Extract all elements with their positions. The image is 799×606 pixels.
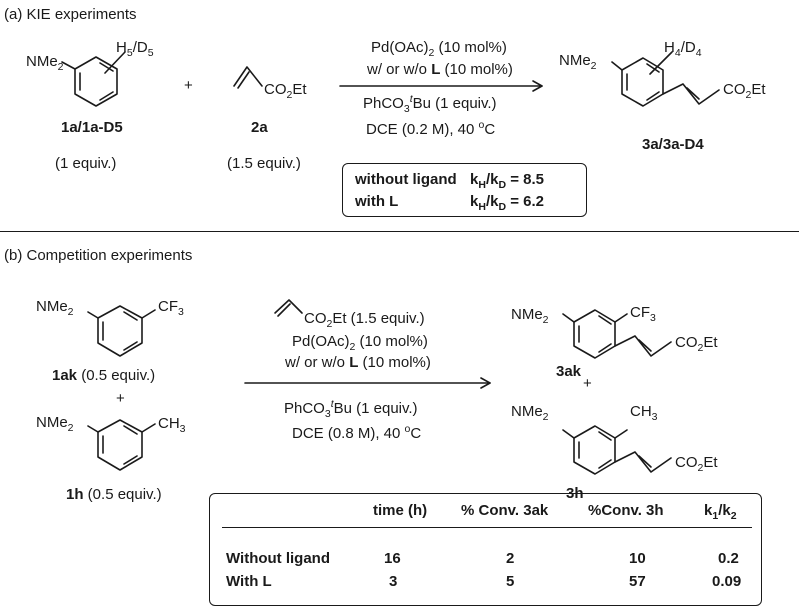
sm-1ak-cf3: CF3	[158, 298, 184, 318]
row-label: With L	[226, 573, 272, 590]
panel-a-heading: (a) KIE experiments	[4, 6, 137, 23]
sm-1h-nme2: NMe2	[36, 414, 74, 434]
conditions-a-catalyst: Pd(OAc)2 (10 mol%)	[371, 39, 507, 59]
plus-sign-b: +	[116, 390, 125, 407]
table-header-rule	[222, 527, 752, 528]
conditions-a-ligand: w/ or w/o L (10 mol%)	[367, 61, 513, 78]
table-header-time: time (h)	[373, 502, 428, 519]
acrylate-2a-equiv: (1.5 equiv.)	[227, 155, 301, 172]
structure-2a	[233, 66, 263, 89]
product-3ak-label: 3ak	[556, 363, 582, 380]
sm-1ak-nme2: NMe2	[36, 298, 74, 318]
conditions-b-oxidant: PhCO3tBu (1 equiv.)	[284, 398, 418, 420]
row-conv-3h: 10	[629, 550, 646, 567]
row-ratio: 0.09	[712, 573, 742, 590]
panel-b-heading: (b) Competition experiments	[4, 247, 193, 264]
row-label: Without ligand	[226, 550, 331, 567]
kie-row1-label: without ligand	[355, 171, 457, 188]
conditions-b-catalyst: Pd(OAc)2 (10 mol%)	[292, 333, 428, 353]
plus-sign-a: +	[184, 77, 193, 94]
kie-results-box	[342, 163, 587, 217]
sm-1a-label: 1a/1a-D5	[61, 119, 123, 136]
structure-3ak	[562, 309, 672, 359]
plus-sign-products: +	[583, 375, 592, 392]
product-3ak-nme2: NMe2	[511, 306, 549, 326]
acrylate-2a-label: 2a	[251, 119, 268, 136]
table-header-ratio: k1/k2	[704, 502, 737, 522]
product-3a-label: 3a/3a-D4	[642, 136, 704, 153]
sm-1a-equiv: (1 equiv.)	[55, 155, 117, 172]
structure-3h	[562, 425, 672, 475]
row-conv-3h: 57	[629, 573, 646, 590]
row-conv-3ak: 5	[506, 573, 515, 590]
sm-1h-label: 1h (0.5 equiv.)	[66, 486, 162, 503]
conditions-b-acrylate: CO2Et (1.5 equiv.)	[304, 310, 425, 330]
table-header-conv-3ak: % Conv. 3ak	[461, 502, 549, 519]
conditions-b-ligand: w/ or w/o L (10 mol%)	[285, 354, 431, 371]
table-header-conv-3h: %Conv. 3h	[588, 502, 664, 519]
sm-1h-ch3: CH3	[158, 415, 186, 435]
row-time: 16	[384, 550, 401, 567]
kie-row2-label: with L	[355, 193, 399, 210]
row-time: 3	[389, 573, 398, 590]
row-ratio: 0.2	[718, 550, 739, 567]
structure-3a	[611, 51, 720, 107]
kie-row2-value: kH/kD = 6.2	[470, 193, 545, 213]
structure-1h	[87, 419, 156, 471]
product-3h-co2et: CO2Et	[675, 454, 718, 474]
row-conv-3ak: 2	[506, 550, 515, 567]
conditions-a-oxidant: PhCO3tBu (1 equiv.)	[363, 93, 497, 115]
acrylate-2a-co2et: CO2Et	[264, 81, 307, 101]
product-3a-isotope: H4/D4	[664, 39, 702, 59]
structure-acrylate-b	[274, 299, 303, 317]
conditions-a-solvent: DCE (0.2 M), 40 oC	[366, 119, 496, 138]
sm-1a-nme2: NMe2	[26, 53, 64, 73]
product-3a-co2et: CO2Et	[723, 81, 766, 101]
product-3ak-cf3: CF3	[630, 304, 656, 324]
structure-1ak	[87, 305, 156, 357]
product-3ak-co2et: CO2Et	[675, 334, 718, 354]
sm-1a-isotope: H5/D5	[116, 39, 154, 59]
kie-row1-value: kH/kD = 8.5	[470, 171, 545, 191]
product-3a-nme2: NMe2	[559, 52, 597, 72]
reaction-arrow-a	[339, 80, 543, 92]
conditions-b-solvent: DCE (0.8 M), 40 oC	[292, 423, 422, 442]
product-3h-ch3: CH3	[630, 403, 658, 423]
panel-divider	[0, 231, 799, 232]
product-3h-nme2: NMe2	[511, 403, 549, 423]
sm-1ak-label: 1ak (0.5 equiv.)	[52, 367, 156, 384]
reaction-arrow-b	[244, 377, 491, 389]
structure-1a	[61, 51, 126, 107]
